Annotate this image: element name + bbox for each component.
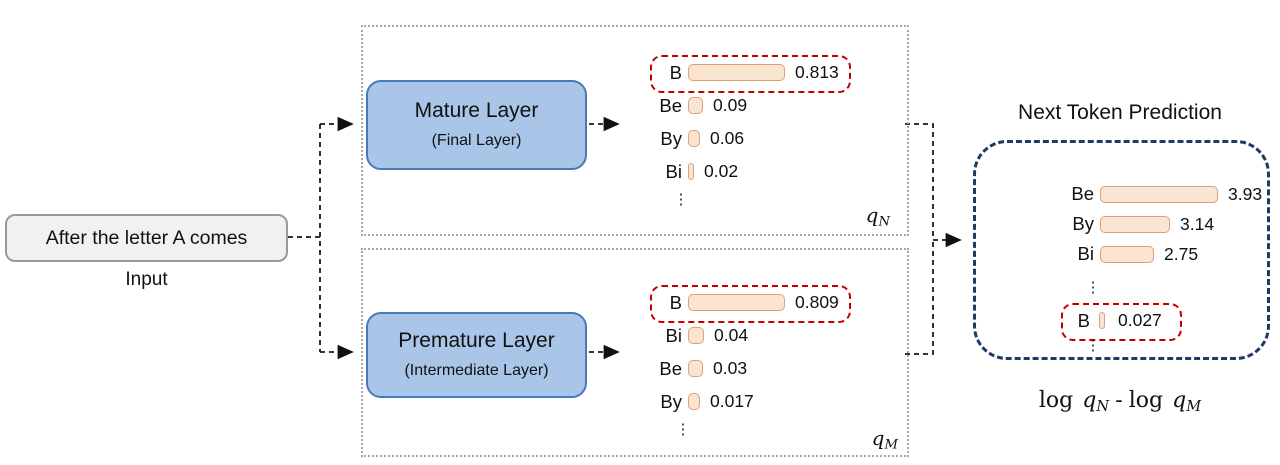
- prob-row: B 0.809: [648, 286, 839, 319]
- contrast-chart-highlight-row: B 0.027: [1066, 304, 1162, 337]
- prob-row: B 0.813: [648, 56, 839, 89]
- prob-row: By 0.06: [648, 122, 839, 155]
- log-operator: log: [1128, 388, 1164, 413]
- qm-term: q: [1172, 388, 1187, 413]
- probability-value: 0.017: [710, 391, 754, 411]
- probability-bar: [688, 327, 704, 344]
- token-label: Be: [659, 357, 682, 379]
- qm-sub: M: [884, 437, 898, 453]
- prob-row: Be 3.93: [1050, 179, 1262, 209]
- probability-value: 0.02: [704, 161, 739, 181]
- ellipsis: ⋮: [675, 421, 691, 438]
- prob-row: By 3.14: [1050, 209, 1262, 239]
- mature-dist-chart: B 0.813 Be 0.09 By 0.06 Bi 0.02: [648, 56, 839, 188]
- token-label: Be: [659, 94, 682, 116]
- score-bar: [1100, 215, 1170, 233]
- premature-layer-subtitle: (Intermediate Layer): [404, 362, 549, 379]
- token-label: Bi: [665, 324, 682, 346]
- qm-label: qM: [846, 426, 898, 453]
- probability-value: 0.03: [713, 358, 748, 378]
- ellipsis: ⋮: [1085, 337, 1101, 354]
- probability-value: 0.09: [713, 95, 748, 115]
- contrast-chart: Be 3.93 By 3.14 Bi 2.75: [1050, 179, 1262, 269]
- probability-value: 0.809: [795, 292, 839, 312]
- token-label: Bi: [1077, 243, 1094, 264]
- probability-value: 0.813: [795, 62, 839, 82]
- probability-bar: [688, 97, 703, 114]
- token-label: By: [660, 127, 682, 149]
- mature-panel: [361, 25, 909, 236]
- ellipsis: ⋮: [673, 191, 689, 208]
- output-highlight-box: [1061, 303, 1182, 341]
- ellipsis: ⋮: [1085, 279, 1101, 296]
- input-caption: Input: [125, 269, 168, 290]
- token-label: By: [660, 390, 682, 412]
- probability-bar: [688, 130, 700, 147]
- probability-bar: [688, 64, 785, 81]
- qn-label: qN: [838, 203, 890, 230]
- prob-row: Bi 0.02: [648, 155, 839, 188]
- output-title: Next Token Prediction: [1018, 101, 1222, 124]
- wire-qm-out: [905, 240, 934, 355]
- prob-row: Be 0.03: [648, 352, 839, 385]
- prob-row: B 0.027: [1066, 304, 1162, 337]
- premature-dist-chart: B 0.809 Bi 0.04 Be 0.03 By 0.017: [648, 286, 839, 418]
- premature-layer-title: Premature Layer: [398, 329, 555, 352]
- probability-bar: [688, 163, 694, 180]
- premature-panel: [361, 248, 909, 457]
- wire-qn-out: [905, 123, 934, 240]
- prob-row: Bi 2.75: [1050, 239, 1262, 269]
- probability-value: 0.04: [714, 325, 749, 345]
- prob-row: Bi 0.04: [648, 319, 839, 352]
- mature-layer-box: Mature Layer (Final Layer): [366, 80, 587, 170]
- token-label: B: [669, 61, 682, 83]
- mature-layer-subtitle: (Final Layer): [431, 132, 522, 149]
- premature-highlight-box: [650, 285, 851, 323]
- next-token-prediction-box: [973, 140, 1270, 360]
- qn-sub: N: [878, 214, 890, 230]
- score-bar: [1100, 185, 1218, 203]
- score-bar: [1099, 312, 1105, 329]
- token-label: B: [1077, 309, 1090, 331]
- token-label: B: [669, 291, 682, 313]
- probability-bar: [688, 360, 703, 377]
- mature-layer-title: Mature Layer: [414, 99, 539, 122]
- input-prompt-text: After the letter A comes: [45, 226, 248, 249]
- minus-operator: -: [1115, 388, 1123, 413]
- score-value: 3.14: [1180, 213, 1215, 234]
- score-value: 3.93: [1228, 183, 1263, 204]
- score-bar: [1100, 245, 1154, 263]
- token-label: Bi: [665, 160, 682, 182]
- token-label: Be: [1071, 183, 1094, 204]
- premature-layer-box: Premature Layer (Intermediate Layer): [366, 312, 587, 398]
- qn-term-sub: N: [1096, 399, 1110, 416]
- probability-bar: [688, 393, 700, 410]
- prob-row: By 0.017: [648, 385, 839, 418]
- mature-highlight-box: [650, 55, 851, 93]
- score-value: 0.027: [1118, 310, 1162, 330]
- prob-row: Be 0.09: [648, 89, 839, 122]
- probability-bar: [688, 294, 785, 311]
- input-prompt-box: After the letter A comes: [5, 214, 288, 262]
- token-label: By: [1072, 213, 1094, 234]
- score-value: 2.75: [1164, 243, 1199, 264]
- qn-base: q: [865, 203, 879, 227]
- qn-term: q: [1082, 388, 1097, 413]
- probability-value: 0.06: [710, 128, 745, 148]
- log-operator: log: [1038, 388, 1074, 413]
- qm-term-sub: M: [1186, 399, 1202, 416]
- qm-base: q: [871, 426, 885, 450]
